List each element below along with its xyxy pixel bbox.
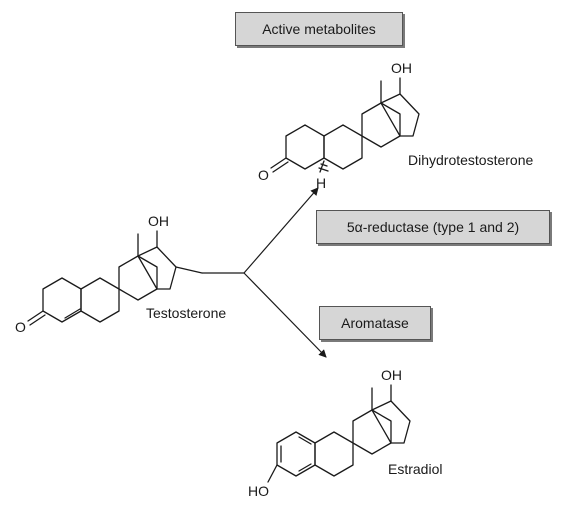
estradiol-ho: HO	[248, 483, 269, 499]
dht-oh: OH	[391, 60, 412, 76]
testosterone-structure: O OH Testosterone	[15, 213, 244, 335]
testosterone-label: Testosterone	[146, 305, 226, 321]
testosterone-oh: OH	[148, 213, 169, 229]
dihydrotestosterone-structure: O H OH Dihydrotestosterone	[258, 60, 534, 191]
active-metabolites-box: Active metabolites	[235, 12, 403, 46]
aromatase-label: Aromatase	[341, 315, 409, 331]
aromatase-box: Aromatase	[319, 306, 431, 340]
estradiol-oh: OH	[381, 367, 402, 383]
dht-hydrogen: H	[316, 175, 326, 191]
dht-oxygen: O	[258, 167, 269, 183]
estradiol-label: Estradiol	[388, 461, 442, 477]
active-metabolites-label: Active metabolites	[262, 21, 376, 37]
reductase-box: 5α-reductase (type 1 and 2)	[316, 210, 550, 244]
testosterone-oxygen: O	[15, 319, 26, 335]
estradiol-structure: HO OH Estradiol	[248, 367, 442, 499]
reaction-arrows	[243, 187, 327, 358]
dht-label: Dihydrotestosterone	[408, 152, 534, 168]
reductase-label: 5α-reductase (type 1 and 2)	[346, 219, 520, 235]
